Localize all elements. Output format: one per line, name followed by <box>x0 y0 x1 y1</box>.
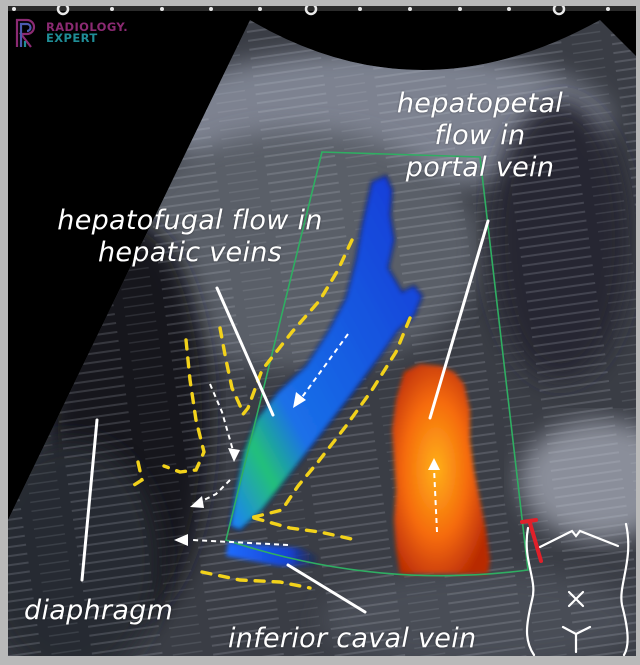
liver-tissue <box>8 20 636 656</box>
flow-arrowheads <box>174 392 440 546</box>
body-pictogram-icon <box>525 522 630 656</box>
logo-r-icon <box>15 18 36 48</box>
hepatic-vein-flow <box>228 174 424 532</box>
logo-text-line1: RADIOLOGY. <box>46 20 129 34</box>
label-hepatofugal-flow: hepatofugal flow in hepatic veins <box>30 205 350 269</box>
label-line: hepatofugal flow in <box>57 205 323 236</box>
ultrasound-image <box>8 6 636 656</box>
logo-text-line2: EXPERT <box>46 31 98 45</box>
label-pointer-lines <box>80 219 490 614</box>
label-diaphragm: diaphragm <box>24 595 173 627</box>
label-line: portal vein <box>405 152 555 183</box>
flow-direction-arrows <box>191 333 438 546</box>
probe-position-marker-icon <box>520 518 543 563</box>
label-hepatopetal-flow: hepatopetal flow in portal vein <box>380 88 580 184</box>
depth-ruler-markers <box>8 6 636 16</box>
ultrasound-image-frame: RADIOLOGY. EXPERT hepatopetal flow in po… <box>8 6 636 656</box>
label-text: diaphragm <box>24 595 174 626</box>
label-inferior-caval-vein: inferior caval vein <box>228 623 476 655</box>
radiology-expert-logo: RADIOLOGY. EXPERT <box>14 16 128 50</box>
label-line: hepatic veins <box>97 237 283 268</box>
label-line: flow in <box>434 120 526 151</box>
doppler-color-box <box>225 151 529 577</box>
vessel-outline-dashes <box>132 238 412 590</box>
label-text: inferior caval vein <box>228 623 477 654</box>
label-line: hepatopetal <box>396 88 564 119</box>
portal-vein-flow <box>392 364 490 574</box>
